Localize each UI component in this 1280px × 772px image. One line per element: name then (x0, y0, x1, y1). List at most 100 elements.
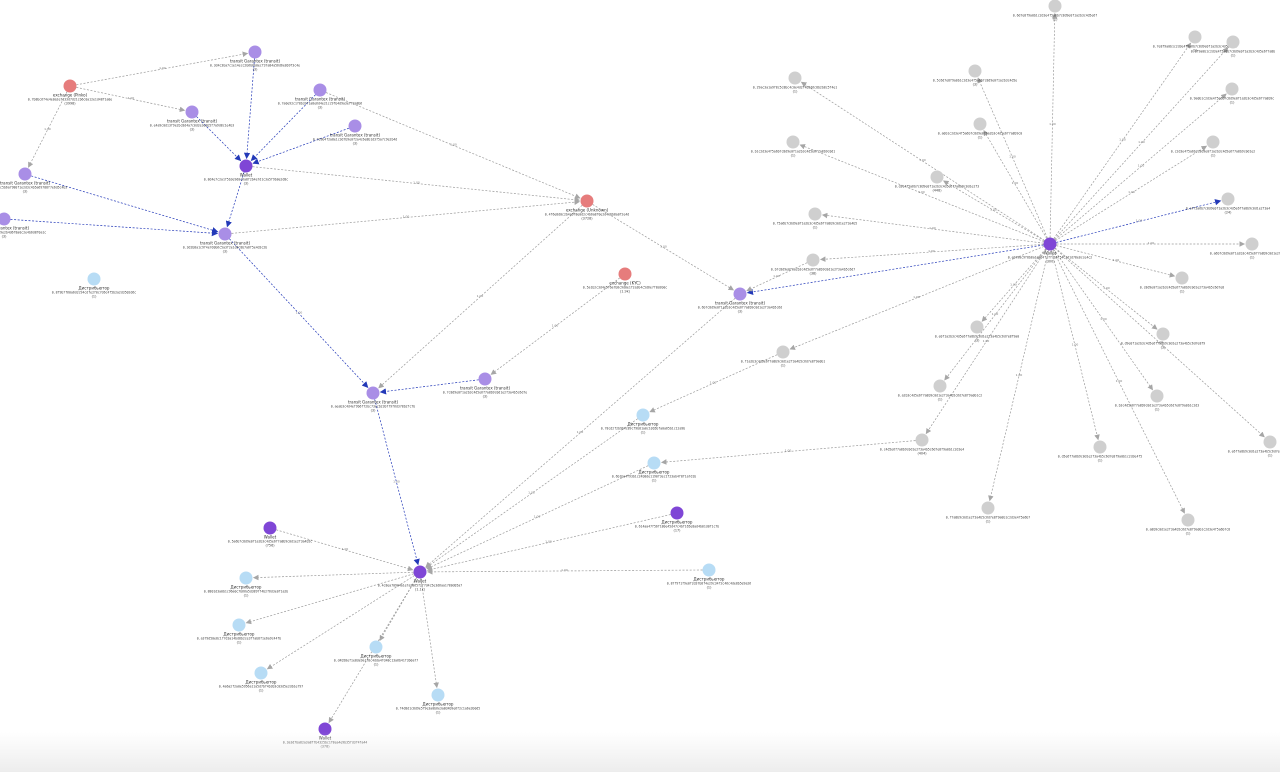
node-circle[interactable] (968, 64, 982, 78)
graph-node-unknown[interactable]: 0.8f9a0b1c2d3e4f5a6b7c8d9e0f1a2b3c4d5e6f… (1191, 35, 1276, 58)
graph-node-unknown[interactable]: 0.6d7e8f9a0b1c2d3e4f5a6b7c8d9e0f1a2b3c4d… (1013, 0, 1098, 22)
graph-node-unknown[interactable]: 0.c4d5e6f7a8b9c0d1e2f3a4b5c6d7e8f9a0b1c2… (880, 433, 965, 456)
node-circle[interactable] (1181, 513, 1195, 527)
graph-node-unknown[interactable]: 0.e0f1a2b3c4d5e6f7a8b9c0d1e2f3a4b5c6d7e8… (935, 320, 1020, 343)
edge-n28-u15[interactable] (1056, 245, 1176, 278)
graph-node-unknown[interactable]: 0.a6b7c8d9e0f1a2b3c4d5e6f7a8b9c0d1e2f3a4… (1210, 237, 1280, 260)
graph-node-distributor[interactable]: Дистрибьютор0.8f9b7f60a6d2c94cdfe2f0c7d6… (52, 272, 137, 299)
edge-n28-u17[interactable] (981, 248, 1046, 322)
graph-node-transit[interactable]: transit Garantex (transit)0.3d2b8a1c9f4e… (183, 227, 268, 254)
node-circle[interactable] (776, 345, 790, 359)
edge-n20-n23[interactable] (245, 573, 414, 625)
edge-n28-u22[interactable] (1051, 250, 1100, 441)
node-circle[interactable] (618, 267, 632, 281)
node-circle[interactable] (185, 105, 199, 119)
edge-n28-u8[interactable] (799, 144, 1045, 242)
node-circle[interactable] (788, 71, 802, 85)
node-circle[interactable] (239, 159, 253, 173)
node-circle[interactable] (1206, 135, 1220, 149)
node-circle[interactable] (1043, 237, 1057, 251)
edge-n28-u21[interactable] (925, 249, 1047, 435)
node-circle[interactable] (478, 372, 492, 386)
edge-n21-n20[interactable] (426, 569, 703, 575)
node-circle[interactable] (702, 563, 716, 577)
node-circle[interactable] (413, 565, 427, 579)
graph-node-wallet[interactable]: Wallet0.4c8ea70904a1e7a2065f2f7d4c5e3d6a… (378, 565, 463, 592)
graph-node-unknown[interactable]: 0.29ac3a1a9f8c5c8bc4c0e4d2f4b3d6c8b2b8c5… (753, 71, 838, 94)
edge-n28-u14[interactable] (819, 244, 1044, 262)
edge-n28-u1[interactable] (800, 81, 1045, 241)
edge-n28-u19[interactable] (944, 248, 1047, 381)
edge-n10-n15[interactable] (378, 205, 583, 389)
graph-node-unknown[interactable]: 0.9a0b1c2d3e4f5a6b7c8d9e0f1a2b3c4d5e6f7a… (1190, 82, 1275, 105)
edge-u18-n16[interactable] (649, 354, 778, 413)
node-circle[interactable] (369, 640, 383, 654)
graph-node-transit[interactable]: transit Garantex (transit)0.e4a9c0d13f9e… (150, 105, 235, 132)
node-circle[interactable] (806, 253, 820, 267)
graph-node-unknown[interactable]: 0.e6f7a8b9c0d1e2f3a4b5c6d7e8f9a0b1c2d3e4… (1228, 435, 1280, 458)
node-circle[interactable] (254, 666, 268, 680)
graph-node-unknown[interactable]: 0.d3e4f5a6b7c8d9e0f1a2b3c4d5e6f7a8b9c0d1… (895, 170, 980, 193)
graph-node-distributor[interactable]: Дистрибьютор0.8801d3a0b1c96a0c7b66a5d389… (204, 571, 289, 598)
graph-node-wallet[interactable]: Wallet0.5a6b7c8d9e0f1a2b3c4d5e6f7a8b9c0d… (228, 521, 313, 548)
node-circle[interactable] (981, 501, 995, 515)
graph-node-distributor[interactable]: Дистрибьютор0.4a6a2f2a0e5956a11a5d7bf4b3… (219, 666, 304, 693)
graph-node-distributor[interactable]: Дистрибьютор0.87f9f1f9e0f2d37b8f4e29c34f… (667, 563, 752, 590)
edge-n28-u18[interactable] (789, 246, 1045, 350)
node-circle[interactable] (1150, 389, 1164, 403)
graph-node-wallet[interactable]: Дистрибьютор0.614aa47f56f180e45d47c4bf16… (635, 506, 720, 533)
edge-n28-u10[interactable] (943, 180, 1045, 242)
edge-n9-n10[interactable] (231, 199, 581, 234)
node-circle[interactable] (930, 170, 944, 184)
node-circle[interactable] (973, 117, 987, 131)
edge-n8-n9[interactable] (10, 219, 219, 237)
node-circle[interactable] (431, 688, 445, 702)
graph-node-unknown[interactable]: 0.d5e6f7a8b9c0d1e2f3a4b5c6d7e8f9a0b1c2d3… (1058, 440, 1143, 463)
graph-node-unknown[interactable]: 0.5c6d7e8f9a0b1c2d3e4f5a6b7c8d9e0f1a2b3c… (933, 64, 1018, 87)
edge-n28-u16[interactable] (1054, 247, 1158, 330)
graph-node-transit[interactable]: transit Garantex (transit)0.6b7c8d9e0f1a… (698, 287, 783, 314)
edge-n20-n26[interactable] (420, 578, 439, 689)
edge-n28-u12[interactable] (821, 212, 1044, 244)
graph-node-distributor[interactable]: Дистрибьютор0.78cd2f2b9b4c89cf9b81a0c10b… (601, 408, 686, 435)
graph-node-transit[interactable]: transit Garantex (transit)0.7c8d9e0f1a2b… (443, 372, 528, 399)
edge-u14-n13[interactable] (746, 262, 808, 292)
node-circle[interactable] (348, 119, 362, 133)
edge-n28-u2[interactable] (977, 77, 1048, 239)
node-circle[interactable] (1226, 35, 1240, 49)
node-circle[interactable] (1263, 435, 1277, 449)
graph-node-exchange[interactable]: exchange (Unknown)0.4f6e8d0c2b4a6f8e0d2c… (545, 194, 630, 221)
graph-node-unknown[interactable]: 0.7e8f9a0b1c2d3e4f5a6b7c8d9e0f1a2b3c4d5e… (1153, 30, 1238, 53)
edge-n2-n6[interactable] (243, 58, 255, 160)
graph-node-transit[interactable]: transit Garantex (transit)0.3d4c3ba7c1e1… (210, 45, 300, 72)
graph-node-exchange[interactable]: exchange (Pinko)0.7b8bc6f4e4e0a2e7e33d7d… (28, 79, 113, 106)
node-circle[interactable] (313, 83, 327, 97)
node-circle[interactable] (1156, 327, 1170, 341)
graph-node-unknown[interactable]: 0.f1a2b3c4d5e6f7a8b9c0d1e2f3a4b5c6d7e8f9… (741, 345, 826, 368)
edge-u21-n17[interactable] (660, 440, 916, 465)
graph-node-wallet[interactable]: Wallet0.3a3d7ba82a3a8f7b4325bc1f8ea4e9b3… (283, 722, 368, 749)
edge-n6-n9[interactable] (225, 172, 245, 228)
edge-n28-u25[interactable] (1052, 249, 1185, 514)
graph-node-distributor[interactable]: Дистрибьютор0.d4b58ef1e8de9a1f8c4dda4fd4… (334, 640, 419, 667)
graph-node-transit[interactable]: transit Garantex (transit)0.7d9b4f2a8e1c… (313, 119, 398, 146)
graph-node-transit[interactable]: transit Garantex (transit)0.7a0e92c1f8b3… (278, 83, 363, 110)
edge-n28-u4[interactable] (1053, 42, 1192, 239)
graph-node-unknown[interactable]: 0.a8b9c0d1e2f3a4b5c6d7e8f9a0b1c2d3e4f5a6… (1146, 513, 1231, 536)
graph-node-transit[interactable]: transit Garantex (transit)0.aeab3c4d4ef9… (331, 386, 416, 413)
node-circle[interactable] (808, 207, 822, 221)
node-circle[interactable] (1175, 271, 1189, 285)
edge-n6-n10[interactable] (252, 166, 581, 203)
node-circle[interactable] (263, 521, 277, 535)
edge-n3-n10[interactable] (325, 92, 581, 199)
node-circle[interactable] (1245, 237, 1259, 251)
node-circle[interactable] (63, 79, 77, 93)
node-circle[interactable] (647, 456, 661, 470)
node-circle[interactable] (248, 45, 262, 59)
edge-n17-n20[interactable] (426, 465, 649, 570)
graph-node-wallet[interactable]: Wallet0.e0790c9f8b8a1a9e4f1ff7b6f54c7d1d… (1008, 237, 1093, 264)
graph-node-unknown[interactable]: 0.a2b3c4d5e6f7a8b9c0d1e2f3a4b5c6d7e8f9a0… (898, 379, 983, 402)
graph-node-distributor[interactable]: Дистрибьютор0.f4d8d1c8d9e5f9e3a0b6e3a8d4… (396, 688, 481, 715)
node-circle[interactable] (318, 722, 332, 736)
edge-n28-u23[interactable] (1054, 248, 1265, 438)
